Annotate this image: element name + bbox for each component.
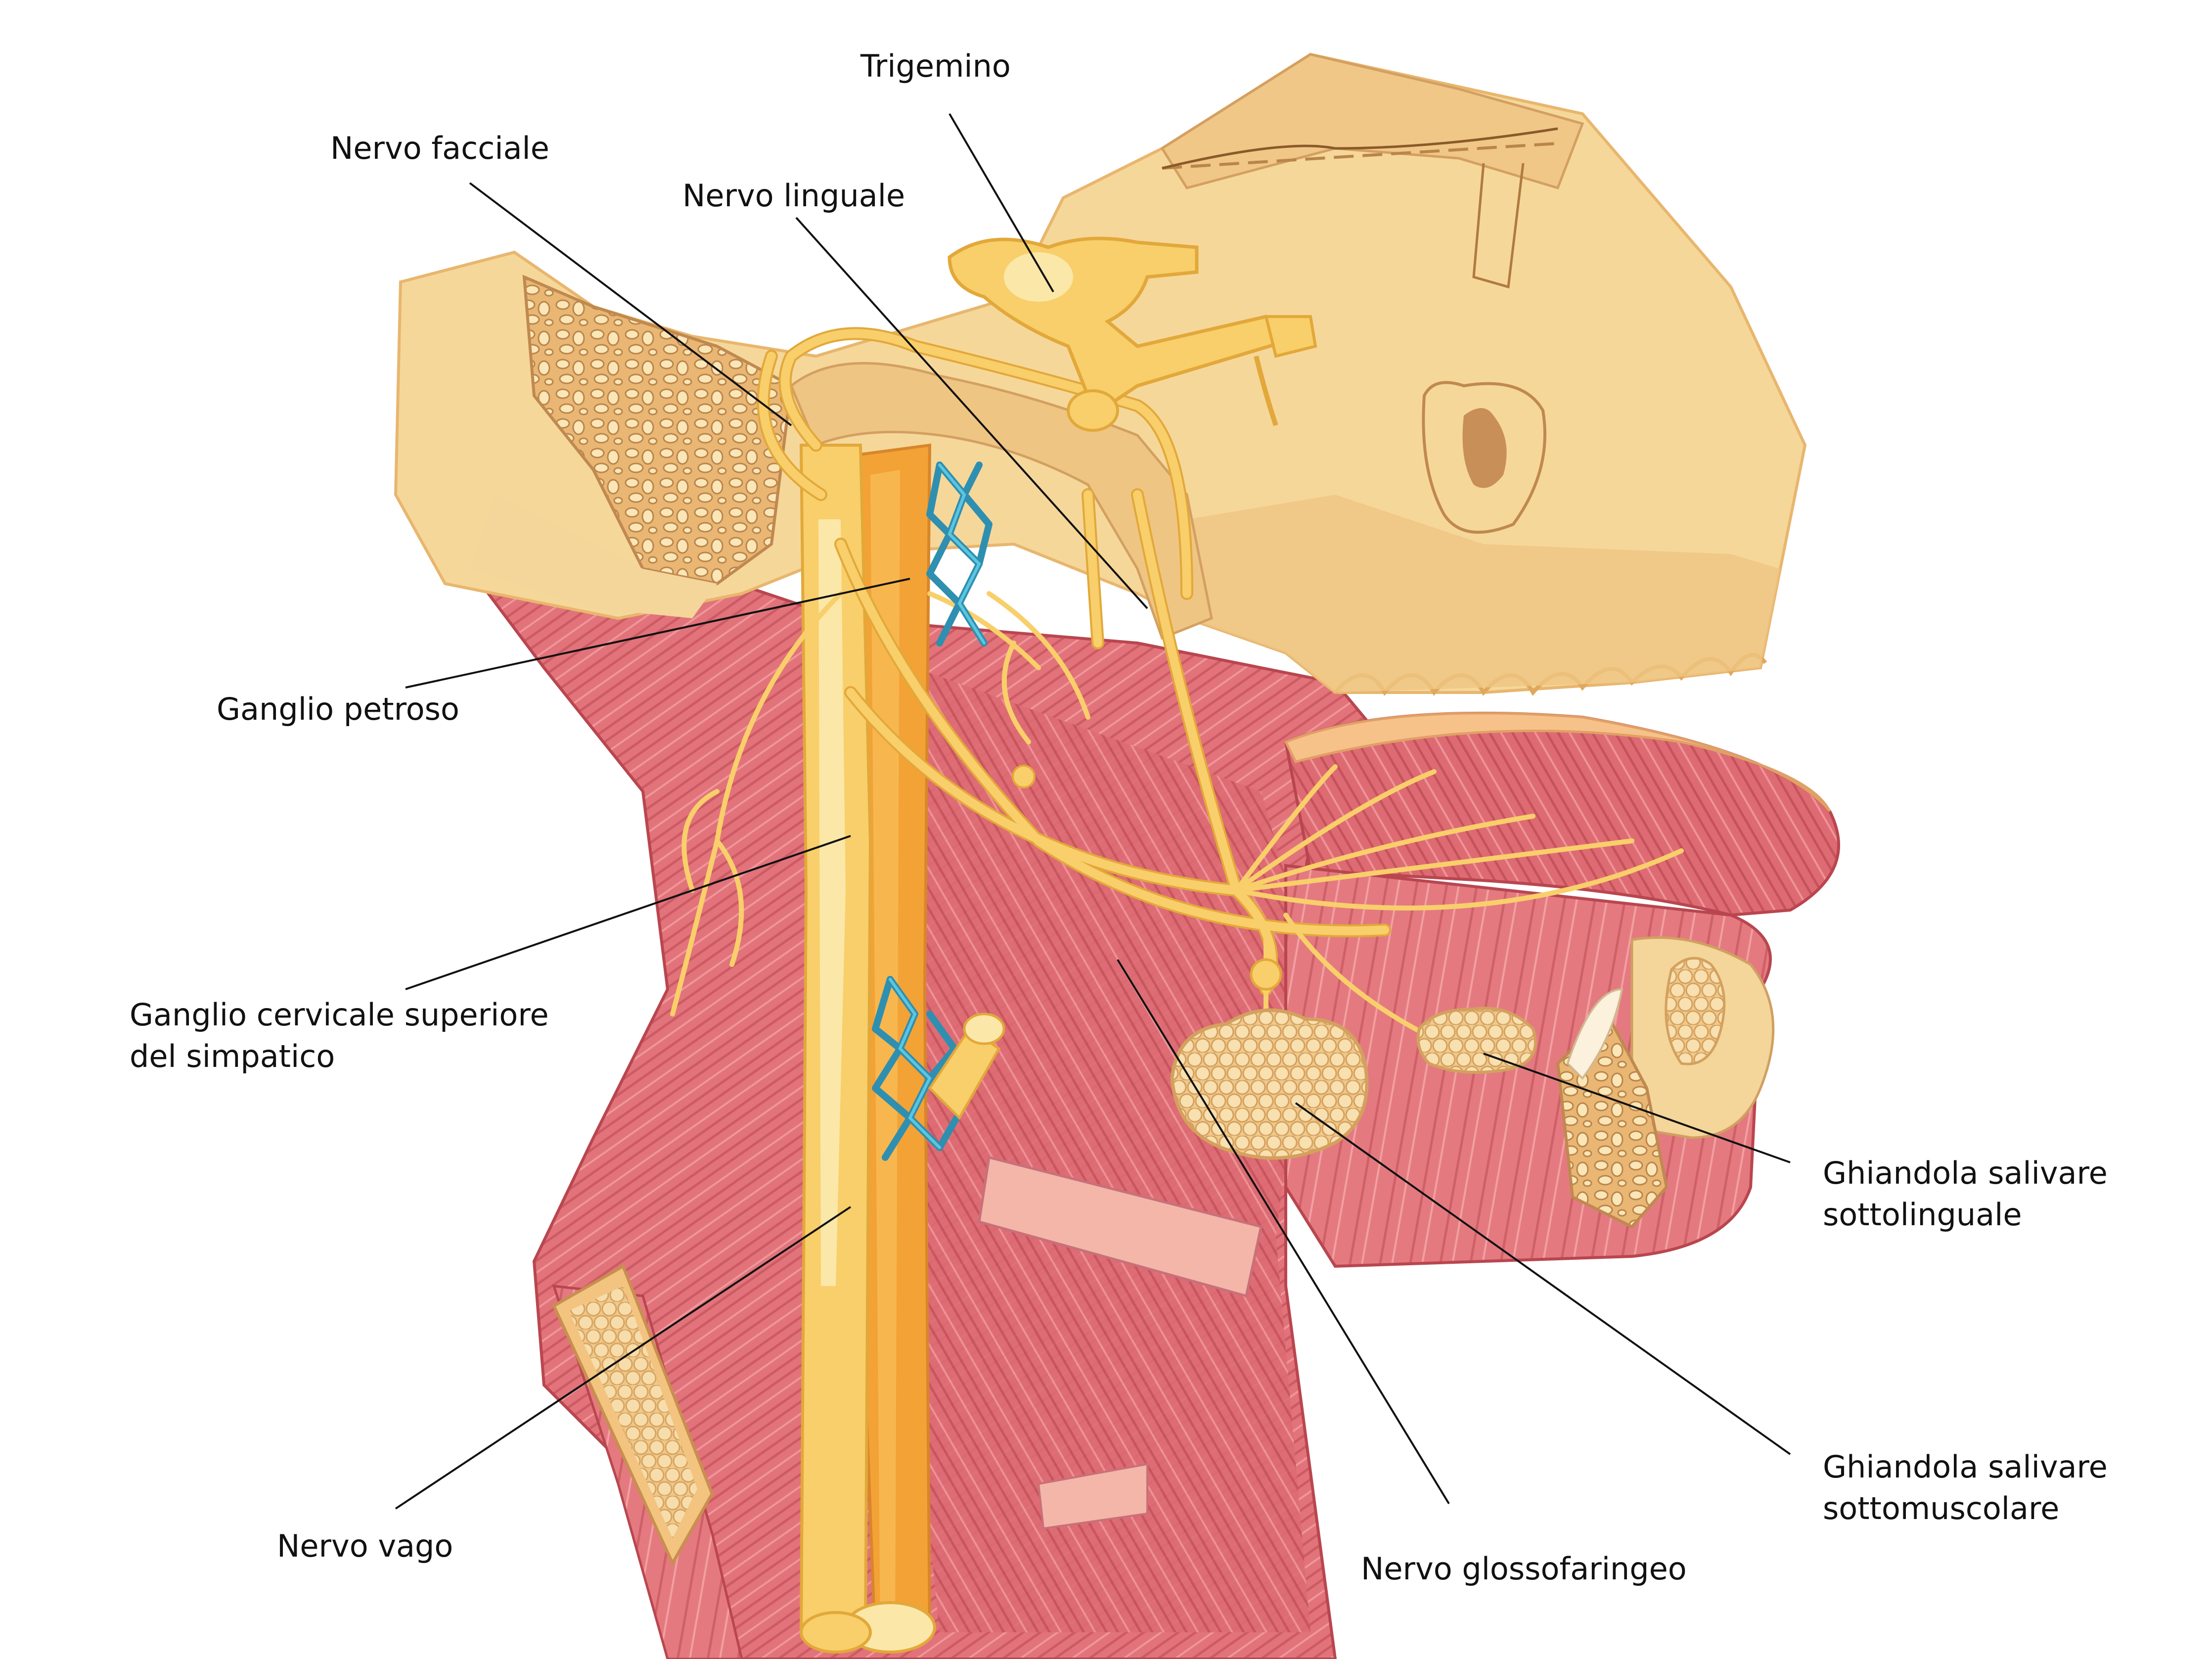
leader-nervo-vago: [395, 1206, 852, 1510]
label-ganglio-petroso: Ganglio petroso: [217, 691, 459, 727]
anterior-gland: [1665, 957, 1726, 1065]
label-ghiandola-sottolinguale-line1: Ghiandola salivare: [1823, 1155, 2108, 1191]
leader-trigemino: [948, 113, 1054, 293]
nerve-network: [670, 327, 1684, 1041]
leader-nervo-glossofaringeo: [1117, 959, 1450, 1505]
label-nervo-facciale: Nervo facciale: [330, 130, 549, 166]
label-ghiandola-sottomuscolare-line1: Ghiandola salivare: [1823, 1449, 2108, 1485]
label-nervo-linguale: Nervo linguale: [682, 178, 905, 214]
vagus-nerve: [799, 444, 936, 1654]
neck-muscles: [467, 567, 1387, 1659]
carotid-artery: [849, 443, 932, 1649]
leader-nervo-facciale: [469, 182, 792, 426]
small-ganglion: [1012, 765, 1282, 991]
submuscular-gland: [1170, 1008, 1369, 1160]
label-nervo-vago: Nervo vago: [277, 1528, 453, 1564]
label-trigemino: Trigemino: [860, 48, 1011, 84]
label-ganglio-cervicale-line2: del simpatico: [130, 1038, 335, 1074]
tongue: [1284, 711, 1840, 1268]
vessel-stump: [928, 1013, 1005, 1120]
leader-nervo-linguale: [795, 217, 1148, 609]
label-ghiandola-sottomuscolare-line2: sottomuscolare: [1823, 1490, 2060, 1526]
leader-ghiandola-sottolinguale: [1483, 1053, 1791, 1163]
label-ghiandola-sottolinguale-line2: sottolinguale: [1823, 1197, 2022, 1233]
sublingual-gland: [1416, 1007, 1537, 1074]
trigeminal-ganglion: [948, 236, 1317, 432]
leader-ghiandola-sottomuscolare: [1295, 1102, 1791, 1455]
label-nervo-glossofaringeo: Nervo glossofaringeo: [1361, 1551, 1687, 1587]
leader-ganglio-cervicale: [405, 835, 851, 990]
label-ganglio-cervicale-line1: Ganglio cervicale superiore: [130, 997, 549, 1033]
leader-ganglio-petroso: [405, 578, 910, 689]
leader-lines: [395, 113, 1791, 1510]
